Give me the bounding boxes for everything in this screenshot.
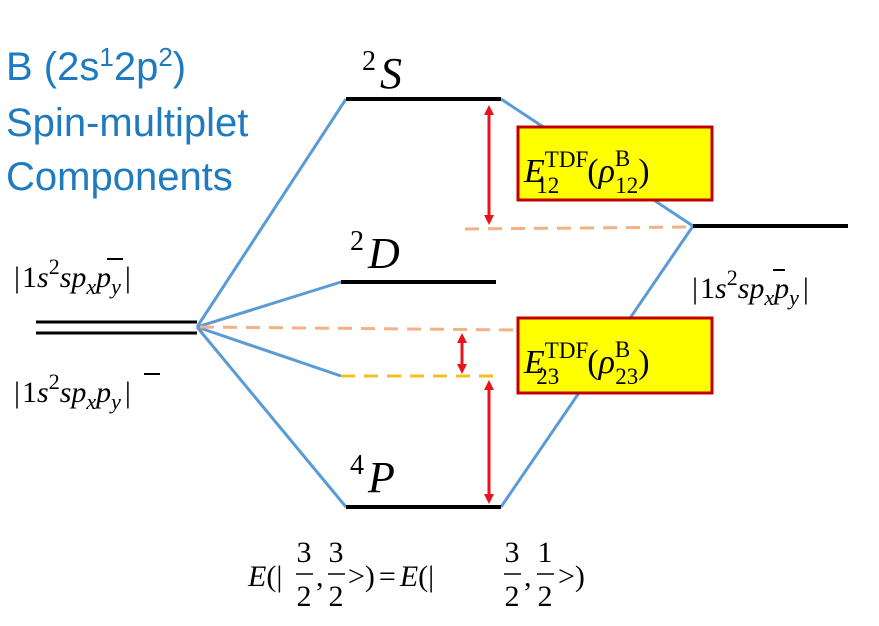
level-labels: 2S 2D 4P	[350, 46, 402, 502]
connector-left-to-D	[196, 280, 342, 329]
eq-comma1: ,	[316, 560, 324, 593]
eq-comma2: ,	[524, 560, 532, 593]
determinant-left-top: |1s2spxpy|	[14, 254, 131, 299]
label-2S: 2S	[362, 46, 402, 98]
determinant-left-bottom-text: |1s2spxpy|	[14, 369, 131, 414]
eq-frac1b-num: 3	[329, 536, 344, 569]
eq-frac1b-den: 2	[329, 580, 344, 613]
bottom-equation: E(| 3 2 , 3 2 >)=E(| 3 2 , 1 2 >)	[247, 536, 585, 613]
connector-left-to-P	[195, 326, 348, 508]
energy-levels	[36, 97, 848, 509]
eq-frac2b-den: 2	[538, 580, 553, 613]
label-2D: 2D	[350, 226, 400, 278]
eq-frac1a-den: 2	[297, 580, 312, 613]
box-E23-frame	[516, 316, 714, 395]
dashed-lines	[199, 225, 694, 378]
title-line-1: B (2s12p2)	[6, 42, 186, 89]
title-line-3: Components	[6, 155, 233, 199]
eq-frac2b-num: 1	[538, 536, 553, 569]
dashed-line-left-level	[199, 325, 519, 332]
determinant-right: |1s2spxpy|	[692, 265, 809, 310]
connector-left-to-Dquartet	[196, 325, 342, 378]
label-4P: 4P	[350, 450, 395, 502]
equation-middle: >)=E(|	[348, 560, 434, 593]
dashed-line-right-level	[464, 225, 694, 231]
equation-E1: E(|	[247, 560, 282, 593]
eq-frac1a-num: 3	[297, 536, 312, 569]
equation-end: >)	[558, 560, 585, 593]
energy-gap-arrows	[457, 105, 494, 504]
eq-frac2a-num: 3	[505, 536, 520, 569]
connector-left-to-S	[195, 98, 348, 328]
determinant-right-text: |1s2spxpy|	[692, 265, 809, 310]
determinant-left-top-text: |1s2spxpy|	[14, 254, 131, 299]
title: B (2s12p2) Spin-multiplet Components	[6, 42, 248, 199]
determinant-left-bottom: |1s2spxpy|	[14, 369, 160, 414]
box-E12-frame	[516, 125, 714, 202]
title-line-2: Spin-multiplet	[6, 101, 248, 145]
eq-frac2a-den: 2	[505, 580, 520, 613]
